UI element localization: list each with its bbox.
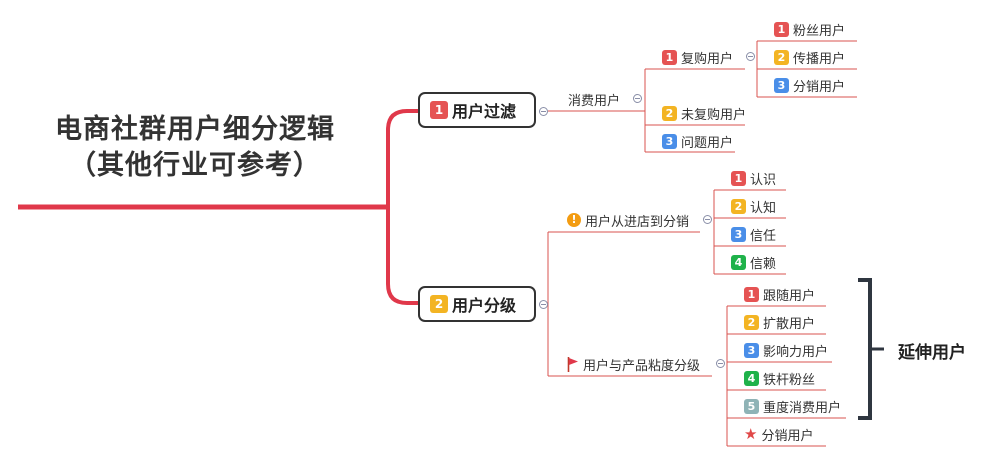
node-heavy-consumers-label: 重度消费用户 — [763, 400, 842, 416]
node-entry-to-distribution[interactable]: ! 用户从进店到分销 — [567, 210, 689, 230]
node-cognize-label: 认知 — [750, 200, 777, 216]
root-title-line1[interactable]: 电商社群用户细分逻辑 — [55, 114, 335, 145]
star-icon: ★ — [744, 424, 758, 443]
node-product-stickiness[interactable]: 用户与产品粘度分级 — [567, 354, 700, 374]
node-heavy-consumers[interactable]: 5 重度消费用户 — [744, 396, 841, 416]
node-distribution-users[interactable]: 3 分销用户 — [774, 75, 845, 95]
node-loyal-fans[interactable]: 4 铁杆粉丝 — [744, 368, 815, 388]
node-spread-users-label: 传播用户 — [793, 51, 846, 67]
node-diffusion-users-label: 扩散用户 — [763, 316, 816, 332]
node-distributor-users[interactable]: ★ 分销用户 — [744, 424, 813, 444]
branch-user-grading[interactable]: 2 用户分级 — [418, 286, 536, 322]
root-title-line2[interactable]: （其他行业可参考） — [69, 150, 321, 181]
node-influencer-users-label: 影响力用户 — [763, 344, 829, 360]
node-acquaint[interactable]: 1 认识 — [731, 168, 776, 188]
node-repurchase-users-label: 复购用户 — [681, 51, 734, 67]
priority-2-badge: 2 — [774, 49, 789, 65]
extension-users-label[interactable]: 延伸用户 — [898, 343, 966, 363]
warning-icon: ! — [567, 213, 581, 227]
node-fan-users-label: 粉丝用户 — [793, 23, 846, 39]
priority-3-badge: 3 — [774, 77, 789, 93]
branch-user-filter[interactable]: 1 用户过滤 — [418, 92, 536, 128]
priority-3-badge: 3 — [731, 226, 746, 242]
collapse-icon[interactable] — [703, 215, 712, 224]
node-loyal-fans-label: 铁杆粉丝 — [763, 372, 816, 388]
branch1-connector — [386, 109, 420, 207]
priority-1-badge: 1 — [731, 170, 746, 186]
extension-bracket — [858, 278, 872, 420]
priority-1-badge: 1 — [774, 21, 789, 37]
priority-4-badge: 4 — [744, 370, 759, 386]
collapse-icon[interactable] — [746, 52, 755, 61]
priority-4-badge: 4 — [731, 254, 746, 270]
node-product-stickiness-label: 用户与产品粘度分级 — [583, 358, 701, 374]
node-non-repurchase-users-label: 未复购用户 — [681, 107, 747, 123]
flag-icon — [567, 356, 579, 372]
node-diffusion-users[interactable]: 2 扩散用户 — [744, 312, 815, 332]
collapse-icon[interactable] — [539, 107, 548, 116]
node-distribution-users-label: 分销用户 — [793, 79, 846, 95]
node-problem-users[interactable]: 3 问题用户 — [662, 131, 733, 151]
priority-3-badge: 3 — [744, 342, 759, 358]
node-consumer-users-label: 消费用户 — [568, 93, 621, 109]
priority-2-badge: 2 — [744, 314, 759, 330]
node-fan-users[interactable]: 1 粉丝用户 — [774, 19, 845, 39]
node-cognize[interactable]: 2 认知 — [731, 196, 776, 216]
node-trust-label: 信任 — [750, 228, 777, 244]
node-acquaint-label: 认识 — [750, 172, 777, 188]
priority-3-badge: 3 — [662, 133, 677, 149]
node-consumer-users[interactable]: 消费用户 — [568, 89, 620, 109]
branch-user-filter-label: 用户过滤 — [452, 102, 517, 121]
node-entry-to-distribution-label: 用户从进店到分销 — [585, 214, 690, 230]
priority-5-badge: 5 — [744, 398, 759, 414]
node-distributor-users-label: 分销用户 — [761, 428, 814, 444]
branch2-connector — [386, 207, 420, 305]
collapse-icon[interactable] — [539, 300, 548, 309]
collapse-icon[interactable] — [633, 94, 642, 103]
node-non-repurchase-users[interactable]: 2 未复购用户 — [662, 103, 746, 123]
collapse-icon[interactable] — [716, 359, 725, 368]
priority-1-badge: 1 — [662, 49, 677, 65]
node-influencer-users[interactable]: 3 影响力用户 — [744, 340, 828, 360]
priority-2-badge: 2 — [731, 198, 746, 214]
node-reliance[interactable]: 4 信赖 — [731, 252, 776, 272]
priority-2-badge: 2 — [430, 295, 448, 313]
node-problem-users-label: 问题用户 — [681, 135, 734, 151]
priority-2-badge: 2 — [662, 105, 677, 121]
node-spread-users[interactable]: 2 传播用户 — [774, 47, 845, 67]
node-follower-users-label: 跟随用户 — [763, 288, 816, 304]
branch-user-grading-label: 用户分级 — [452, 296, 517, 315]
node-trust[interactable]: 3 信任 — [731, 224, 776, 244]
priority-1-badge: 1 — [430, 101, 448, 119]
priority-1-badge: 1 — [744, 286, 759, 302]
node-follower-users[interactable]: 1 跟随用户 — [744, 284, 815, 304]
node-reliance-label: 信赖 — [750, 256, 777, 272]
node-repurchase-users[interactable]: 1 复购用户 — [662, 47, 733, 67]
